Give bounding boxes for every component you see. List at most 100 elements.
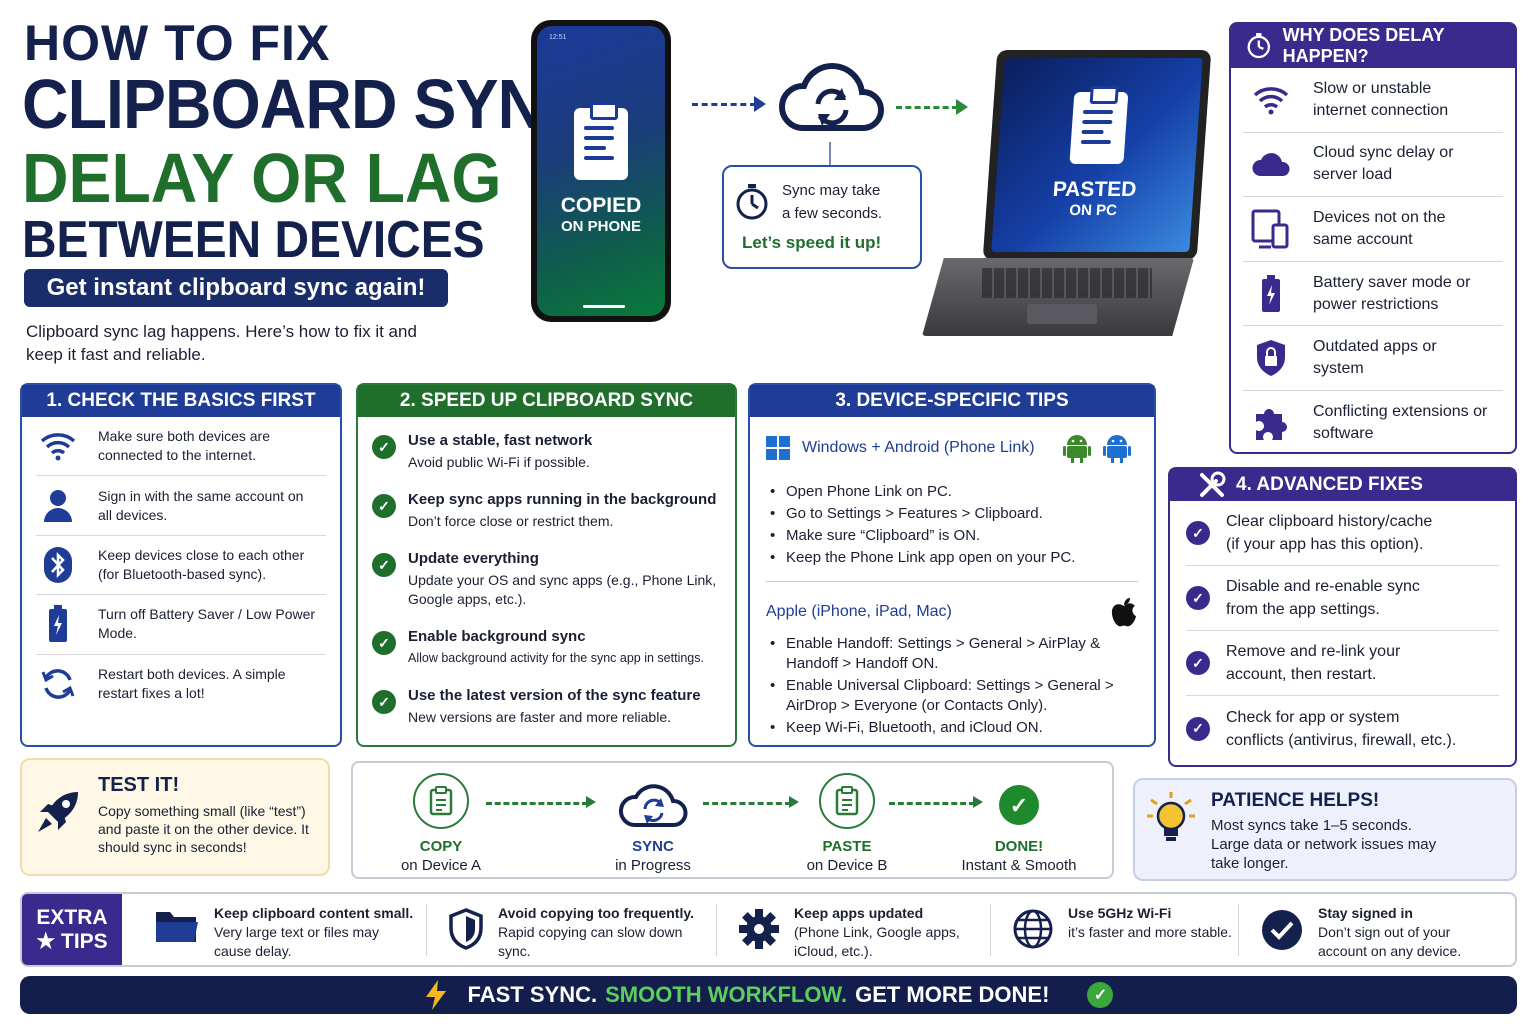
flow-arrow — [703, 802, 791, 805]
patience-text: Most syncs take 1–5 seconds. Large data … — [1211, 817, 1437, 872]
speed-item-sub: Don’t force close or restrict them. — [408, 513, 614, 529]
extra-tips-bar: EXTRA ★ TIPS Keep clipboard content smal… — [20, 892, 1517, 967]
phone-sub-label: ON PHONE — [560, 217, 641, 235]
apple-tip: Enable Universal Clipboard: Settings > G… — [766, 676, 1138, 716]
basics-item: Make sure both devices are connected to … — [36, 417, 326, 477]
title-line-3: DELAY OR LAG — [22, 139, 502, 217]
why-item: Slow or unstable internet connection — [1243, 68, 1503, 133]
apple-tips-title: Apple (iPhone, iPad, Mac) — [766, 603, 952, 620]
arrow-head-blue — [754, 96, 766, 112]
why-item: Devices not on the same account — [1243, 197, 1503, 262]
speed-item-sub: Avoid public Wi-Fi if possible. — [408, 454, 590, 470]
footer-part-2: SMOOTH WORKFLOW. — [605, 982, 848, 1007]
advanced-item-line-1: Remove and re-link your — [1226, 643, 1401, 660]
extra-tip-head: Keep clipboard content small. — [214, 905, 414, 921]
advanced-item-line-2: conflicts (antivirus, firewall, etc.). — [1226, 731, 1457, 749]
advanced-item: ✓ Clear clipboard history/cache (if your a… — [1186, 501, 1499, 566]
why-delay-panel: WHY DOES DELAY HAPPEN? Slow or unstable … — [1229, 22, 1517, 454]
windows-logo-icon — [766, 436, 790, 460]
section-advanced-title: 4. ADVANCED FIXES — [1236, 474, 1423, 495]
flow-sub: in Progress — [615, 857, 691, 874]
check-circle-icon: ✓ — [1087, 982, 1114, 1008]
arrow-head-green — [956, 99, 968, 115]
section-speed-up-title: 2. SPEED UP CLIPBOARD SYNC — [358, 385, 735, 417]
basics-item-text: Restart both devices. A simple restart f… — [98, 666, 286, 702]
why-item: Outdated apps or system — [1243, 326, 1503, 391]
clipboard-icon — [574, 101, 628, 180]
advanced-item-line-1: Clear clipboard history/cache — [1226, 513, 1433, 530]
clipboard-icon — [413, 773, 469, 829]
tip-divider — [1238, 904, 1239, 956]
check-icon: ✓ — [1186, 521, 1210, 545]
laptop-illustration: PASTED ON PC — [982, 50, 1212, 260]
speed-item-sub: Update your OS and sync apps (e.g., Phon… — [408, 572, 717, 607]
flow-step-copy: COPY on Device A — [371, 773, 511, 875]
home-indicator — [583, 305, 625, 308]
flow-arrow-head — [973, 796, 983, 808]
gear-icon — [738, 908, 780, 961]
wifi-icon — [40, 431, 76, 461]
extra-tip: Keep clipboard content small. Very large … — [154, 904, 414, 961]
advanced-item-line-1: Disable and re-enable sync — [1226, 578, 1420, 595]
devices-icon — [1249, 209, 1293, 249]
wifi-icon — [1249, 85, 1293, 115]
globe-icon — [1012, 908, 1054, 950]
advanced-item-line-2: (if your app has this option). — [1226, 536, 1424, 553]
lightbulb-icon — [1147, 792, 1195, 841]
why-item-text: Outdated apps or system — [1313, 338, 1437, 378]
extra-tip-sub: Very large text or files may cause delay… — [214, 924, 379, 959]
flow-sub: on Device B — [806, 857, 888, 874]
flow-sub: Instant & Smooth — [961, 857, 1077, 874]
stopwatch-icon — [1247, 33, 1271, 59]
callout-cta: Let’s speed it up! — [742, 233, 882, 252]
check-icon: ✓ — [1186, 716, 1210, 741]
check-icon: ✓ — [372, 690, 396, 714]
section-device-tips-title: 3. DEVICE-SPECIFIC TIPS — [750, 385, 1154, 417]
shield-icon — [448, 908, 484, 961]
patience-card: PATIENCE HELPS! Most syncs take 1–5 seco… — [1133, 778, 1517, 881]
battery-icon — [1249, 274, 1293, 313]
folder-icon — [154, 908, 200, 961]
extra-tip: Keep apps updated(Phone Link, Google app… — [738, 904, 978, 961]
apple-tip: Enable Handoff: Settings > General > Air… — [766, 634, 1138, 674]
section-advanced-header: 4. ADVANCED FIXES — [1170, 469, 1515, 501]
tip-divider — [990, 904, 991, 956]
why-item-text: Devices not on the same account — [1313, 208, 1446, 248]
check-icon: ✓ — [1186, 586, 1210, 610]
why-item-text: Slow or unstable internet connection — [1313, 79, 1449, 119]
why-item-text: Battery saver mode or power restrictions — [1313, 273, 1471, 313]
flow-step-done: ✓ DONE! Instant & Smooth — [949, 773, 1089, 875]
flow-arrow-head — [586, 796, 596, 808]
check-circle-icon: ✓ — [949, 773, 1089, 837]
windows-tips-title: Windows + Android (Phone Link) — [802, 439, 1035, 456]
speed-item-head: Keep sync apps running in the background — [408, 491, 717, 508]
title-line-1: HOW TO FIX — [24, 15, 331, 71]
headline-banner: Get instant clipboard sync again! — [24, 269, 448, 307]
flow-label: COPY — [419, 838, 463, 855]
flow-arrow — [889, 802, 975, 805]
user-icon — [40, 489, 76, 523]
speed-item: ✓Keep sync apps running in the backgroun… — [358, 490, 735, 531]
extra-label-2: ★ TIPS — [36, 929, 108, 953]
section-advanced-fixes: 4. ADVANCED FIXES ✓ Clear clipboard histo… — [1168, 467, 1517, 767]
speed-item-head: Enable background sync — [408, 628, 586, 645]
stopwatch-icon — [736, 184, 768, 220]
title-line-4: BETWEEN DEVICES — [22, 211, 485, 269]
shield-lock-icon — [1249, 339, 1293, 377]
footer-part-3: GET MORE DONE! — [855, 982, 1050, 1007]
extra-tip-sub: it’s faster and more stable. — [1068, 924, 1232, 940]
cloud-icon — [1249, 150, 1293, 178]
test-title: TEST IT! — [98, 774, 180, 796]
laptop-keyboard — [922, 258, 1194, 336]
check-circle-icon — [1260, 908, 1304, 961]
extra-tip-head: Use 5GHz Wi-Fi — [1068, 905, 1172, 921]
section-basics-title: 1. CHECK THE BASICS FIRST — [22, 385, 340, 417]
check-icon: ✓ — [372, 553, 396, 577]
flow-label: SYNC — [632, 838, 674, 855]
extra-tip: Avoid copying too frequently.Rapid copyi… — [448, 904, 698, 961]
laptop-sub-label: ON PC — [1068, 201, 1118, 219]
extra-tip-sub: Don’t sign out of your account on any de… — [1318, 924, 1462, 959]
